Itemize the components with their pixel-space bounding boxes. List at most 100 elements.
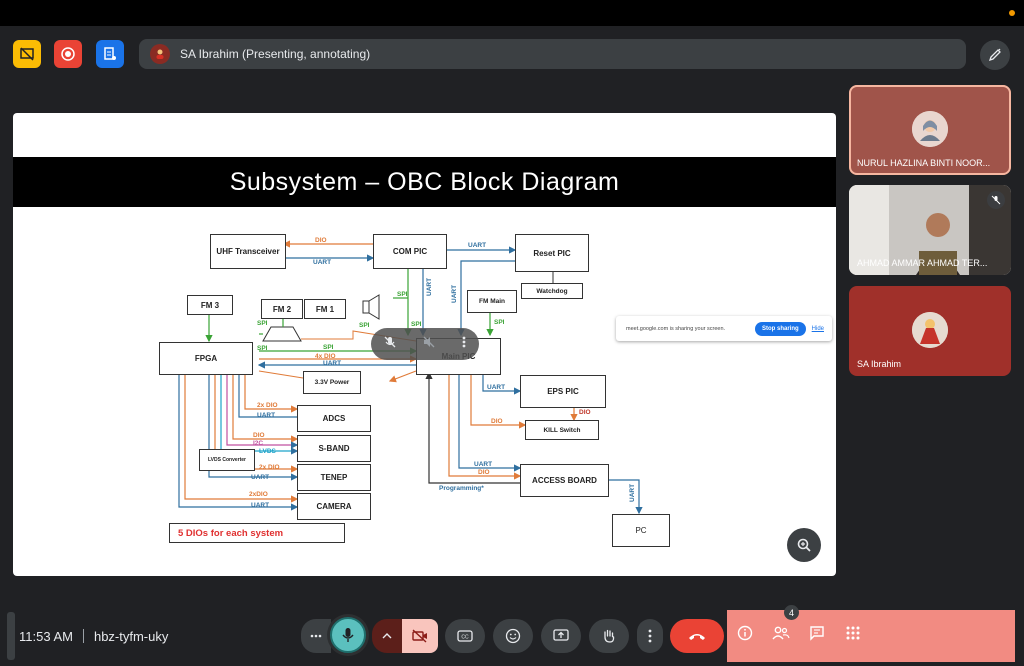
top-system-bar (0, 0, 1024, 26)
label-uart-reset: UART (468, 242, 487, 249)
reset-pic-block: Reset PIC (515, 234, 589, 272)
presentation-off-icon[interactable] (13, 40, 41, 68)
label-spi-fm2: SPI (257, 320, 268, 327)
lvds-converter-block: LVDS Converter (199, 449, 255, 471)
volume-off-icon[interactable] (422, 335, 436, 354)
mic-off-icon[interactable] (383, 335, 397, 354)
label-2x-dio-adcs: 2x DIO (257, 402, 278, 409)
label-uart-reset-vert: UART (451, 284, 458, 303)
leave-call-button[interactable] (670, 619, 724, 653)
zoom-in-icon[interactable] (787, 528, 821, 562)
participant-tile[interactable]: SA Ibrahim (849, 286, 1011, 376)
avatar (912, 312, 948, 348)
screen-share-popup: meet.google.com is sharing your screen. … (616, 316, 832, 341)
label-uart-uhf: UART (313, 259, 332, 266)
label-spi-fpga-main: SPI (323, 344, 334, 351)
label-uart-adcs: UART (257, 412, 276, 419)
label-uart-eps: UART (487, 384, 506, 391)
access-board-block: ACCESS BOARD (520, 464, 609, 497)
microphone-icon (330, 617, 366, 653)
meeting-details-icon[interactable] (733, 621, 757, 645)
hide-link[interactable]: Hide (811, 325, 824, 332)
fm-main-block: FM Main (467, 290, 517, 313)
sband-block: S-BAND (297, 435, 371, 462)
tenep-block: TENEP (297, 464, 371, 491)
label-programming: Programming* (439, 485, 484, 492)
people-icon[interactable] (769, 621, 793, 645)
fpga-block: FPGA (159, 342, 253, 375)
captions-icon[interactable]: CC (445, 619, 485, 653)
label-spi-fpga: SPI (257, 345, 268, 352)
label-2xdio-camera: 2xDIO (249, 491, 268, 498)
expand-handle-icon[interactable] (7, 612, 15, 660)
label-2x-dio-tenep: 2x DIO (259, 464, 280, 471)
power-block: 3.3V Power (303, 371, 361, 394)
kill-switch-block: KILL Switch (525, 420, 599, 440)
camera-off-button[interactable] (402, 619, 438, 653)
watchdog-block: Watchdog (521, 283, 583, 299)
more-vert-icon[interactable] (637, 619, 663, 653)
fm1-block: FM 1 (304, 299, 346, 319)
recording-indicator-icon (1009, 10, 1015, 16)
shared-slide: Subsystem – OBC Block Diagram (13, 113, 836, 576)
slide-note: 5 DIOs for each system (169, 523, 345, 543)
presenter-avatar (150, 44, 170, 64)
participant-name: NURUL HAZLINA BINTI NOOR... (857, 158, 991, 168)
label-uart-fpga-main: UART (323, 360, 342, 367)
label-spi-com: SPI (397, 291, 408, 298)
participant-tile[interactable]: NURUL HAZLINA BINTI NOOR... (849, 85, 1011, 175)
participant-name: AHMAD AMMAR AHMAD TER... (857, 258, 988, 268)
uhf-transceiver-block: UHF Transceiver (210, 234, 286, 269)
avatar (912, 111, 948, 147)
mic-off-icon (987, 191, 1005, 209)
microphone-button[interactable] (327, 614, 369, 656)
label-dio-kill-main: DIO (491, 418, 503, 425)
label-uart-camera: UART (251, 502, 270, 509)
slide-title: Subsystem – OBC Block Diagram (229, 167, 620, 196)
label-dio-uhf: DIO (315, 237, 327, 244)
com-pic-block: COM PIC (373, 234, 447, 269)
activities-grid-icon[interactable] (841, 621, 865, 645)
label-4x-dio: 4x DIO (315, 353, 336, 360)
label-dio-kill: DIO (579, 409, 591, 416)
meeting-code: hbz-tyfm-uky (93, 628, 169, 644)
camera-options-chevron-icon[interactable] (372, 619, 402, 653)
label-spi-fm-main: SPI (494, 319, 505, 326)
label-spi-main: SPI (411, 321, 422, 328)
emoji-icon[interactable] (493, 619, 533, 653)
participant-tile[interactable]: AHMAD AMMAR AHMAD TER... (849, 185, 1011, 275)
label-spi-mux: SPI (359, 322, 370, 329)
label-uart-access: UART (474, 461, 493, 468)
presenter-overlay-controls (371, 328, 479, 360)
share-message: meet.google.com is sharing your screen. (626, 325, 726, 332)
label-uart-tenep: UART (251, 474, 270, 481)
clock: 11:53 AM (19, 628, 73, 644)
label-i2c: I2C (253, 440, 264, 447)
people-count-badge: 4 (784, 605, 799, 620)
label-dio-sband: DIO (253, 432, 265, 439)
more-options-icon[interactable] (301, 619, 331, 653)
block-diagram-connectors (178, 240, 643, 515)
fm2-block: FM 2 (261, 299, 303, 319)
label-uart-com-vert: UART (426, 277, 433, 296)
meeting-info: 11:53 AM hbz-tyfm-uky (0, 612, 168, 660)
participant-name: SA Ibrahim (857, 359, 902, 369)
more-vert-icon[interactable] (461, 335, 467, 354)
side-panel-controls (727, 610, 1015, 662)
divider (82, 629, 84, 643)
presenting-bar[interactable]: SA Ibrahim (Presenting, annotating) (139, 39, 966, 69)
raise-hand-icon[interactable] (589, 619, 629, 653)
transcript-icon[interactable] (96, 40, 124, 68)
fm3-block: FM 3 (187, 295, 233, 315)
chat-icon[interactable] (805, 621, 829, 645)
label-uart-pc: UART (629, 483, 636, 502)
adcs-block: ADCS (297, 405, 371, 432)
stop-sharing-button[interactable]: Stop sharing (754, 321, 806, 336)
present-screen-icon[interactable] (541, 619, 581, 653)
record-icon[interactable] (54, 40, 82, 68)
svg-text:CC: CC (461, 635, 469, 641)
slide-title-band: Subsystem – OBC Block Diagram (13, 157, 836, 207)
eps-pic-block: EPS PIC (520, 375, 606, 408)
annotate-pen-icon[interactable] (980, 40, 1010, 70)
presenter-label: SA Ibrahim (Presenting, annotating) (180, 47, 371, 61)
